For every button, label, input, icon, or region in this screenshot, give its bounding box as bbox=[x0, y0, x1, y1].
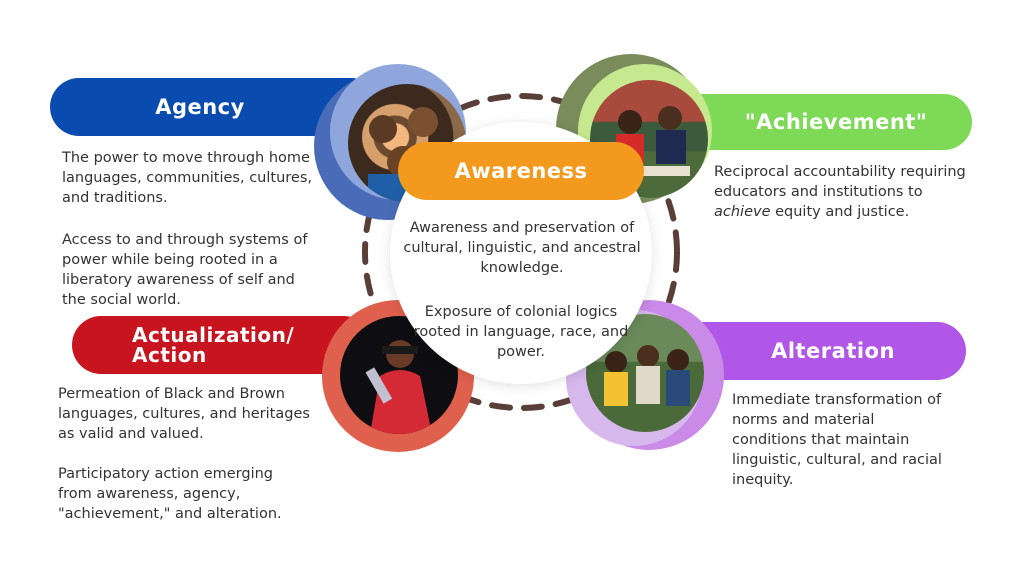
agency-text-1: The power to move through home languages… bbox=[62, 150, 312, 206]
alteration-title: Alteration bbox=[771, 339, 895, 363]
achievement-banner: "Achievement" bbox=[660, 94, 972, 150]
achievement-text-before: Reciprocal accountability requiring educ… bbox=[714, 164, 966, 200]
students-reading-icon bbox=[604, 345, 690, 406]
achievement-text: Reciprocal accountability requiring educ… bbox=[714, 162, 972, 222]
awareness-text-2: Exposure of colonial logics rooted in la… bbox=[413, 304, 629, 360]
actualization-title-line2: Action bbox=[132, 343, 207, 367]
awareness-banner: Awareness bbox=[398, 142, 644, 200]
alteration-text: Immediate transformation of norms and ma… bbox=[732, 392, 942, 488]
actualization-title-line1: Actualization/ bbox=[132, 323, 295, 347]
agency-title: Agency bbox=[155, 95, 245, 119]
achievement-text-after: equity and justice. bbox=[770, 204, 910, 220]
actualization-banner: Actualization/ Action bbox=[72, 316, 372, 374]
achievement-text-emphasis: achieve bbox=[714, 204, 771, 220]
actualization-text-2: Participatory action emerging from aware… bbox=[58, 466, 282, 522]
performer-microphone-icon bbox=[365, 340, 432, 434]
actualization-text-1: Permeation of Black and Brown languages,… bbox=[58, 386, 310, 442]
awareness-text-1: Awareness and preservation of cultural, … bbox=[403, 220, 641, 276]
students-working-icon bbox=[610, 106, 690, 176]
achievement-title: "Achievement" bbox=[744, 110, 928, 134]
awareness-title: Awareness bbox=[454, 159, 588, 183]
agency-text-2: Access to and through systems of power w… bbox=[62, 232, 308, 308]
